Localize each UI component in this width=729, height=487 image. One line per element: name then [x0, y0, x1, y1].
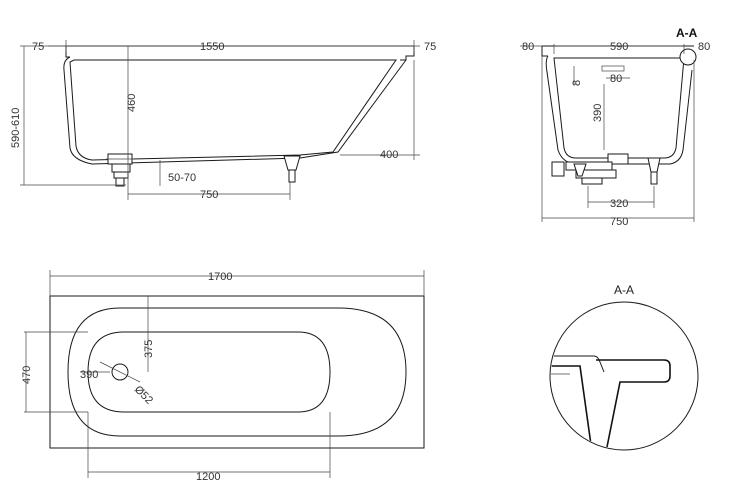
detail-view: A-A: [549, 283, 699, 451]
side-dim-drain-height: 50-70: [168, 172, 196, 184]
side-dim-depth: 460: [126, 94, 138, 112]
top-dim-drain-diameter: Ø52: [132, 384, 155, 407]
section-dim-inner-width: 590: [610, 41, 628, 53]
section-dim-depth: 390: [592, 104, 604, 122]
side-dim-height: 590-610: [10, 108, 22, 148]
section-dim-right-rim: 80: [698, 41, 710, 53]
side-dim-feet-spacing: 750: [200, 189, 218, 201]
section-dim-rim-thickness: 8: [571, 80, 583, 86]
section-dim-left-rim: 80: [522, 41, 534, 53]
section-view: A-A 80 590: [520, 26, 710, 228]
top-view: 1700 470 375 390 Ø52 1200: [21, 270, 425, 483]
side-dim-length: 1550: [200, 41, 224, 53]
top-dim-width: 470: [21, 366, 33, 384]
section-dim-outer-width: 750: [610, 216, 628, 228]
side-dim-slope: 400: [380, 149, 398, 161]
section-label: A-A: [676, 26, 698, 40]
section-dim-feet-spacing: 320: [610, 198, 628, 210]
top-dim-drain-offset: 390: [80, 369, 98, 381]
section-dim-rim-width: 80: [610, 73, 622, 85]
side-dim-left-rim: 75: [32, 41, 44, 53]
detail-label: A-A: [614, 283, 634, 297]
top-dim-length: 1700: [208, 271, 232, 283]
side-dim-right-rim: 75: [424, 41, 436, 53]
top-dim-inner-length: 1200: [196, 471, 220, 483]
top-dim-drain-center: 375: [143, 340, 155, 358]
side-view: 75 1550 75 590-610 460 400 50-70 750: [10, 40, 436, 201]
